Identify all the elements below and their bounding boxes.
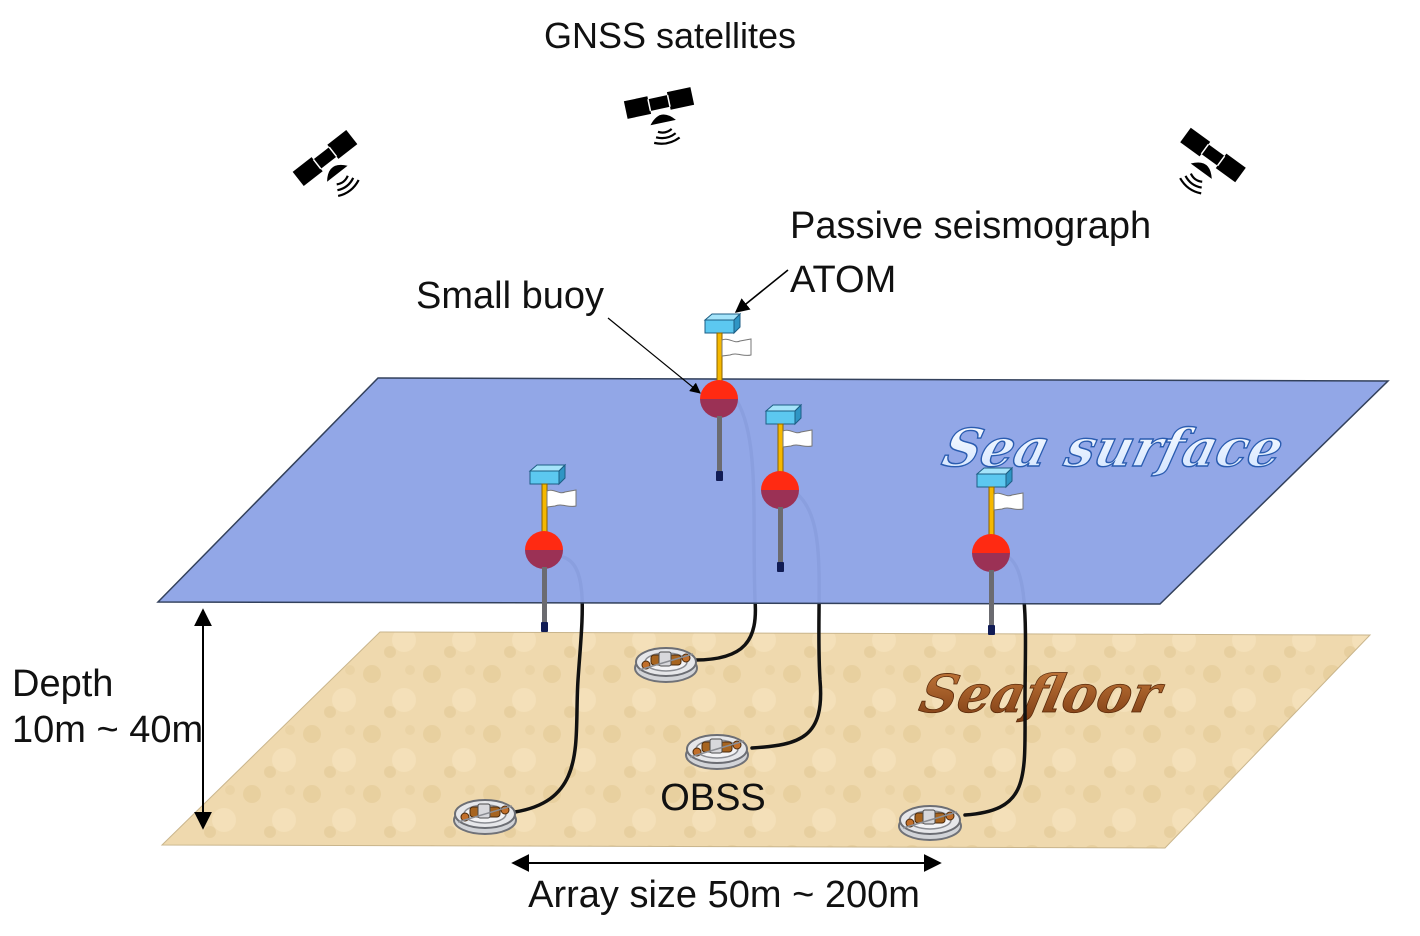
small-buoy-label: Small buoy bbox=[416, 275, 604, 317]
satellite-icon bbox=[291, 128, 379, 213]
gnss-label: GNSS satellites bbox=[544, 15, 796, 56]
small-buoy-pointer bbox=[607, 317, 701, 394]
depth-label: Depth bbox=[12, 663, 113, 705]
seafloor-plane bbox=[160, 631, 1372, 849]
seismograph-icon bbox=[634, 647, 698, 683]
seismograph-icon bbox=[453, 799, 517, 835]
depth-range-label: 10m ~ 40m bbox=[12, 709, 203, 751]
satellite-icon bbox=[622, 86, 702, 152]
obss-label: OBSS bbox=[660, 777, 766, 819]
atom-pointer bbox=[734, 269, 789, 313]
satellite-icon bbox=[1160, 126, 1247, 210]
seismograph-icon bbox=[685, 734, 749, 770]
array-size-label: Array size 50m ~ 200m bbox=[528, 874, 920, 916]
atom-label: ATOM bbox=[790, 259, 896, 301]
sea-surface-title: Sea surface bbox=[937, 418, 1290, 479]
seismograph-icon bbox=[898, 805, 962, 841]
seafloor-title: Seafloor bbox=[914, 665, 1169, 725]
passive-seismograph-label: Passive seismograph bbox=[790, 205, 1151, 247]
